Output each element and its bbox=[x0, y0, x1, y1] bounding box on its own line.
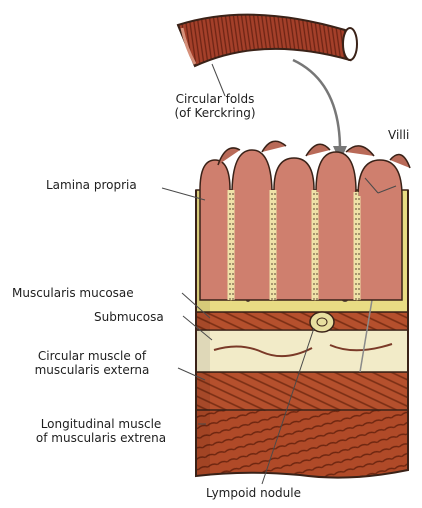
label-lymphoid-nodule: Lympoid nodule bbox=[206, 486, 301, 500]
label-longitudinal-muscle-line-2: of muscularis extrena bbox=[4, 431, 198, 445]
circular-folds-tube bbox=[178, 15, 357, 66]
label-circular-folds: Circular folds (of Kerckring) bbox=[150, 92, 280, 120]
tissue-block bbox=[196, 141, 410, 477]
label-muscularis-mucosae: Muscularis mucosae bbox=[12, 286, 134, 300]
label-circular-muscle: Circular muscle of muscularis externa bbox=[12, 349, 172, 377]
label-longitudinal-muscle: Longitudinal muscle of muscularis extren… bbox=[4, 417, 198, 445]
label-submucosa: Submucosa bbox=[94, 310, 164, 324]
label-circular-muscle-line-1: Circular muscle of bbox=[12, 349, 172, 363]
label-circular-folds-line-1: Circular folds bbox=[150, 92, 280, 106]
label-villi: Villi bbox=[388, 128, 409, 142]
label-longitudinal-muscle-line-1: Longitudinal muscle bbox=[4, 417, 198, 431]
label-lamina-propria: Lamina propria bbox=[46, 178, 137, 192]
label-circular-muscle-line-2: muscularis externa bbox=[12, 363, 172, 377]
label-circular-folds-line-2: (of Kerckring) bbox=[150, 106, 280, 120]
